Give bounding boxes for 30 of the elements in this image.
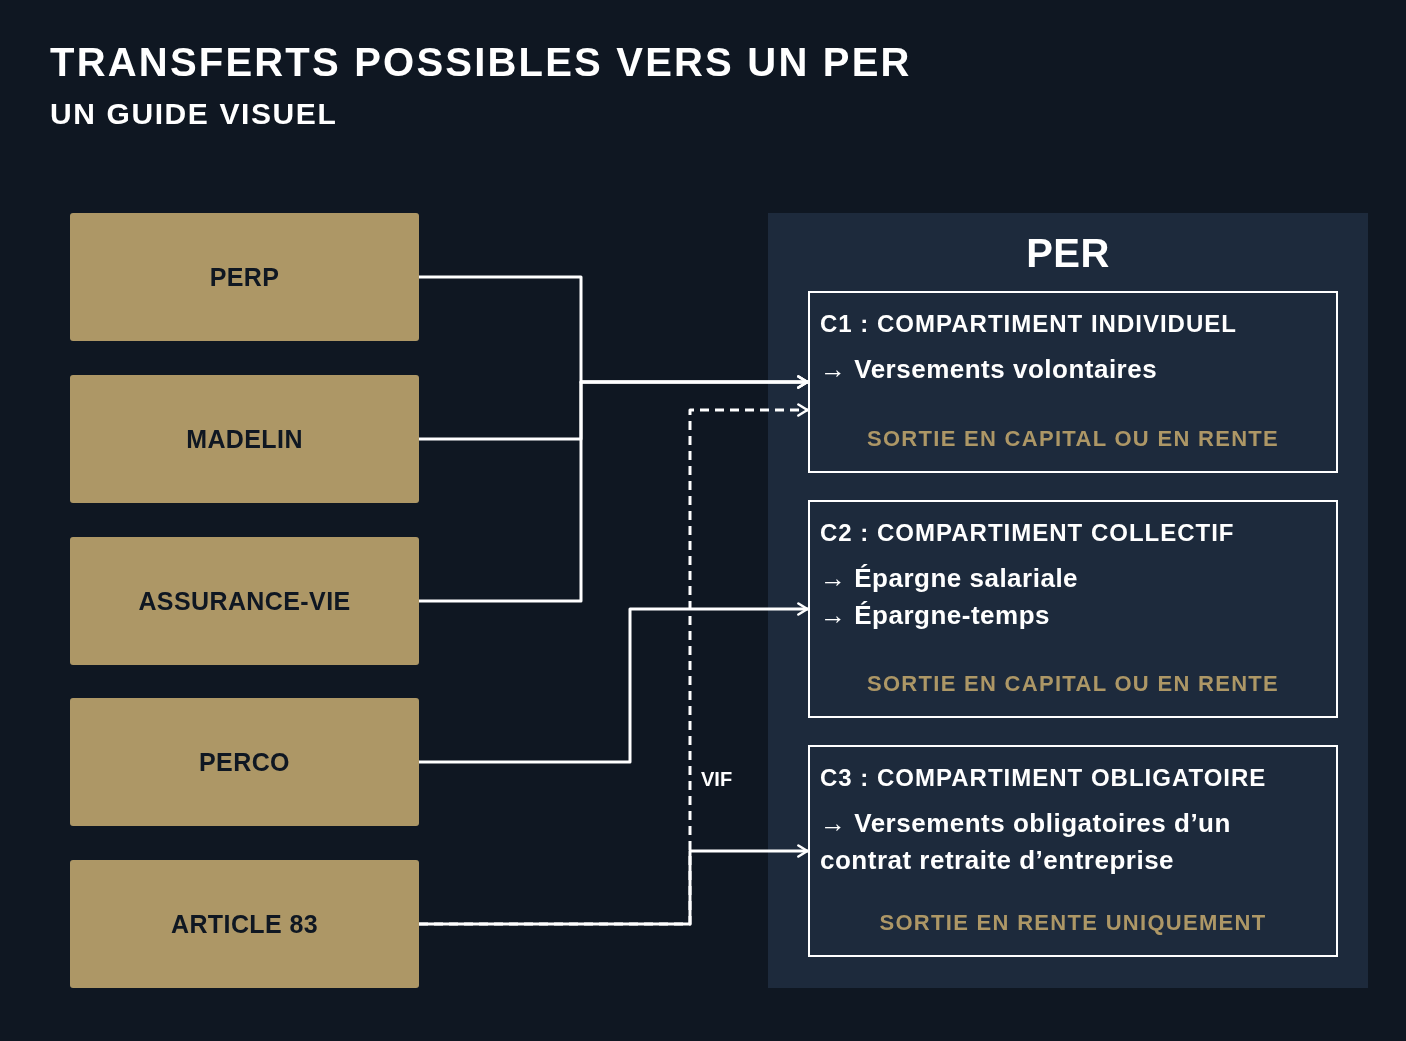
source-box xyxy=(70,698,419,826)
subtitle: UN GUIDE VISUEL xyxy=(50,96,338,132)
box-label: MADELIN xyxy=(186,424,303,454)
container-panel xyxy=(768,213,1368,988)
box-label: PERP xyxy=(209,262,280,292)
box-label: ARTICLE 83 xyxy=(170,909,319,939)
arrow xyxy=(419,602,809,764)
exit-note: SORTIE EN CAPITAL OU EN RENTE xyxy=(866,670,1280,698)
source-box xyxy=(70,537,419,665)
exit-note: SORTIE EN CAPITAL OU EN RENTE xyxy=(866,425,1280,453)
bullet-text: → Épargne salariale xyxy=(820,562,1079,595)
compartment-heading: C2 : COMPARTIMENT COLLECTIF xyxy=(820,518,1235,548)
bullet-text: → Versements obligatoires d’un contrat retraite d’entreprise xyxy=(820,807,1232,877)
arrow xyxy=(419,375,809,603)
source-box xyxy=(70,213,419,341)
bullet-text: → Épargne-temps xyxy=(820,599,1050,632)
panel-title: PER xyxy=(1026,231,1110,275)
compartment-box xyxy=(808,291,1338,473)
title: TRANSFERTS POSSIBLES VERS UN PER xyxy=(50,39,912,86)
source-box xyxy=(70,860,419,988)
dashed-arrow xyxy=(419,403,809,926)
source-box xyxy=(70,375,419,503)
compartment-box xyxy=(808,745,1338,957)
compartment-heading: C3 : COMPARTIMENT OBLIGATOIRE xyxy=(820,763,1267,793)
compartment-heading: C1 : COMPARTIMENT INDIVIDUEL xyxy=(820,309,1237,339)
box-label: PERCO xyxy=(199,747,290,777)
bullet-text: → Versements volontaires xyxy=(820,353,1158,386)
box-label: ASSURANCE-VIE xyxy=(138,586,351,616)
exit-note: SORTIE EN RENTE UNIQUEMENT xyxy=(879,909,1267,937)
compartment-box xyxy=(808,500,1338,718)
